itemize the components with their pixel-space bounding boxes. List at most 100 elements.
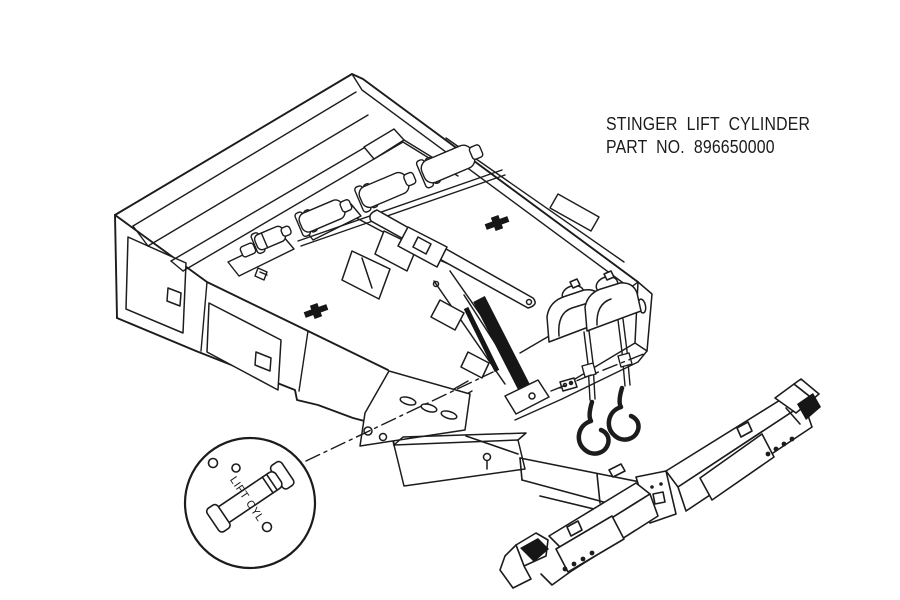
stinger-lift-cylinder-highlight [473,296,532,394]
bracket-slot-hole [399,396,417,406]
crossbar-hole [781,441,787,447]
channel-end-caps [132,225,184,272]
cylinder-clevis [504,379,550,415]
crossbar-left-plate [555,515,625,573]
left-end-fork [499,544,532,589]
stinger-beam-top [519,457,641,483]
left-end-bracket-dark [520,538,549,562]
crossbar-hole [789,436,795,442]
crossbar-hole [589,550,595,556]
channel-cylinder [354,171,417,213]
tie-down-cleat-icon [303,303,329,319]
deck-slots [227,128,600,281]
boom-rest-line [361,257,373,289]
right-end-bracket-line [785,407,801,425]
crossbar-right-plate [699,433,775,501]
body-front-top-edges [114,214,389,371]
crossbar-hole [562,566,568,572]
rail-hand-hole [549,193,600,232]
part-label: STINGER LIFT CYLINDER PART NO. 896650000 [606,113,810,159]
boom-rest-bracket [341,250,391,300]
underbody [359,370,527,487]
tow-hook-icon [606,385,641,442]
channel-cylinder [250,225,292,255]
callout-detail: LIFT CYL [183,436,317,570]
deck-rail-inner [351,73,639,289]
tow-hook-icon [576,399,611,456]
cable-swage [617,352,633,368]
sheave-housing-inner [596,298,612,326]
bracket-hole [378,432,388,442]
body-left-edge [114,214,118,319]
center-block-plate [652,491,666,505]
sheave-pin [569,278,581,289]
sheave-pin [603,270,615,281]
cable-clamp [559,377,578,392]
crossbar-right-tab [736,421,753,438]
panel-latch-icon [166,287,182,307]
cable-swage [581,362,597,378]
tow-cables-and-hooks [576,318,641,456]
crossbar-hole [580,556,586,562]
left-end-cap [540,571,571,586]
panel-latch-icon [254,351,272,372]
cylinder-eye-pin [261,521,273,533]
truck-body [114,73,653,487]
part-label-line2: PART NO. 896650000 [606,137,775,157]
right-end-bracket-dark [797,393,821,420]
clevis-pin [528,392,536,400]
body-face-joints [200,281,309,392]
crossbar-hole [773,446,779,452]
bracket-slot-hole [440,410,458,420]
bracket-hole [363,426,373,436]
deck-clevis-bracket [397,226,448,268]
boom-pin [525,298,533,306]
cylinder-eye-pin [207,457,219,469]
tow-cable [617,318,631,387]
stinger-assembly [465,378,821,589]
phantom-centerline [550,352,647,392]
stinger-lift-cylinder-highlight-rod [463,306,500,373]
body-top-edges [114,73,639,283]
stinger-beam-end [519,457,523,481]
channel-cylinder [415,144,484,189]
tie-down-cleat-icon [484,215,510,231]
crossbar-hole [765,451,771,457]
boom-and-mast [341,209,550,415]
cylinder-rod [297,169,506,247]
deck-slot [363,128,405,160]
cylinder-rings [261,473,278,494]
rear-sheaves [546,270,642,392]
underbody-box [393,439,526,487]
clamp-bolt [562,382,568,388]
mast-pin [432,280,440,288]
side-panel-left [125,236,187,334]
mast-plate [430,299,465,331]
hydraulic-cylinders-row [239,144,506,258]
stinger-joint [596,473,601,504]
sheave-housing-inner [558,302,589,337]
channel-cylinder [239,242,257,258]
leader-lines [305,352,647,462]
center-block-bolt [650,485,654,489]
body-outline [114,73,639,446]
crossbar-left-tab [566,520,583,537]
sheave-housing [584,282,642,332]
stinger-stop-block [608,463,626,478]
tie-down-cleats [303,215,510,319]
cylinder-bottom-cap [205,503,231,533]
part-label-line1: STINGER LIFT CYLINDER [606,114,811,134]
underbody-box-top [393,432,527,446]
center-block-bolt [659,482,663,486]
crossbar [499,378,821,589]
side-panel-right [206,302,282,391]
mast-plate [460,351,490,379]
stinger-inner-boom [465,435,519,455]
channel-ridge-line [132,91,357,227]
crossbar-hole [571,561,577,567]
channel-cylinder [294,199,353,238]
channel-back-wall [147,114,369,247]
deck-clevis-slot [412,236,432,255]
